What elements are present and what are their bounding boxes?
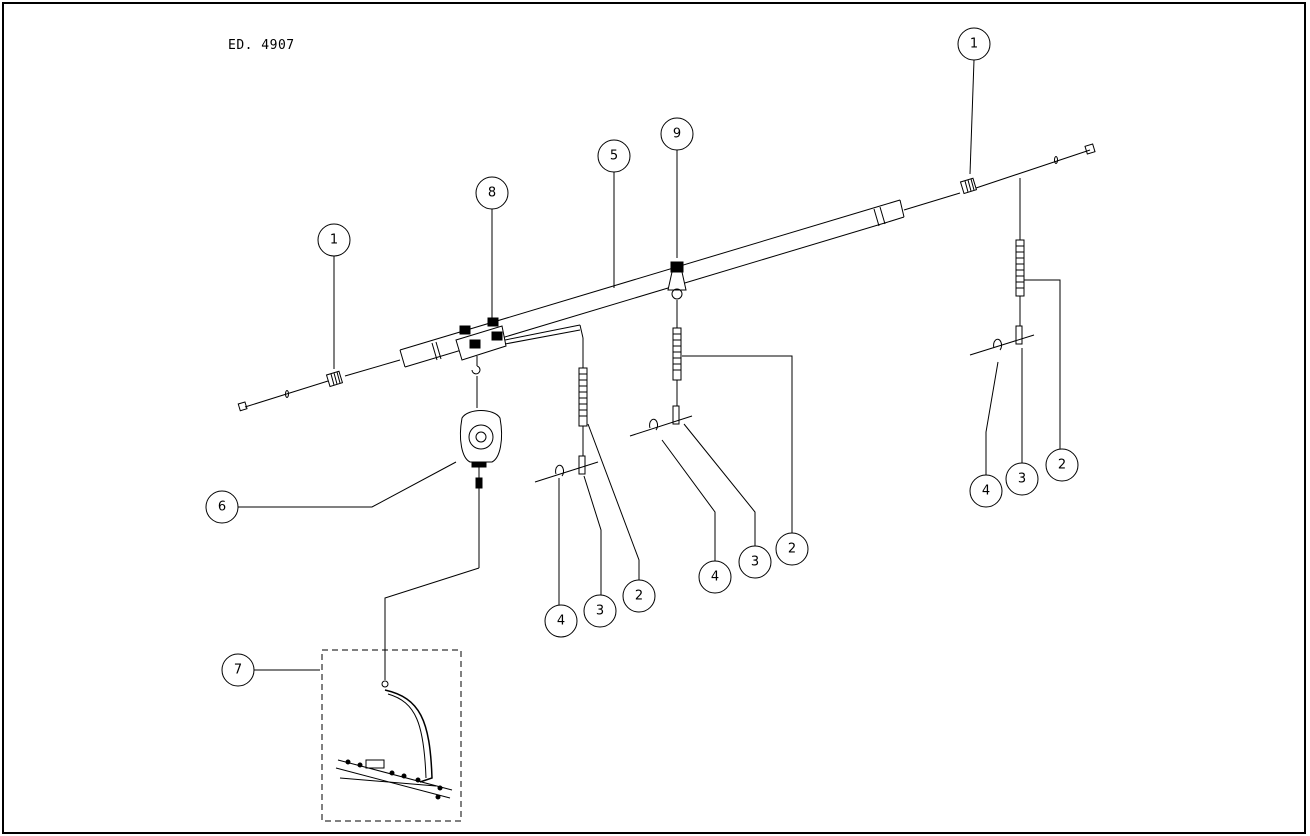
- main-rail: [399, 199, 905, 368]
- callout-1-right: 1: [970, 37, 978, 52]
- callout-4-b: 4: [711, 570, 719, 585]
- callout-4-a: 4: [557, 614, 565, 629]
- callout-2-b: 2: [788, 542, 796, 557]
- callout-3-b: 3: [751, 555, 759, 570]
- callout-7: 7: [234, 663, 242, 678]
- clamp-assembly: [455, 317, 584, 375]
- callout-3-a: 3: [596, 604, 604, 619]
- suspension-c: [969, 178, 1035, 356]
- leader-lines: [238, 59, 1061, 671]
- callout-9: 9: [673, 127, 681, 142]
- left-axle: [237, 359, 401, 412]
- callout-8: 8: [488, 186, 496, 201]
- suspension-b: [629, 300, 693, 437]
- callout-2-a: 2: [635, 589, 643, 604]
- callout-5: 5: [610, 149, 618, 164]
- bushing-1-right: [959, 177, 978, 195]
- callout-2-c: 2: [1058, 458, 1066, 473]
- drawing-code: ED. 4907: [228, 38, 295, 53]
- hanger-9: [667, 261, 687, 300]
- suspension-a: [534, 338, 599, 483]
- callout-1-left: 1: [330, 233, 338, 248]
- callout-6: 6: [218, 500, 226, 515]
- callout-4-c: 4: [982, 484, 990, 499]
- callout-labels: 1 1 8 5 9 6 7 4 3 2 4 3 2 4 3 2: [218, 37, 1066, 678]
- spring-balancer: [459, 376, 503, 568]
- bushing-1-left: [325, 370, 344, 388]
- pedal-assembly: [321, 567, 480, 822]
- callout-circles: [205, 27, 1079, 687]
- right-axle: [903, 143, 1096, 211]
- callout-3-c: 3: [1018, 472, 1026, 487]
